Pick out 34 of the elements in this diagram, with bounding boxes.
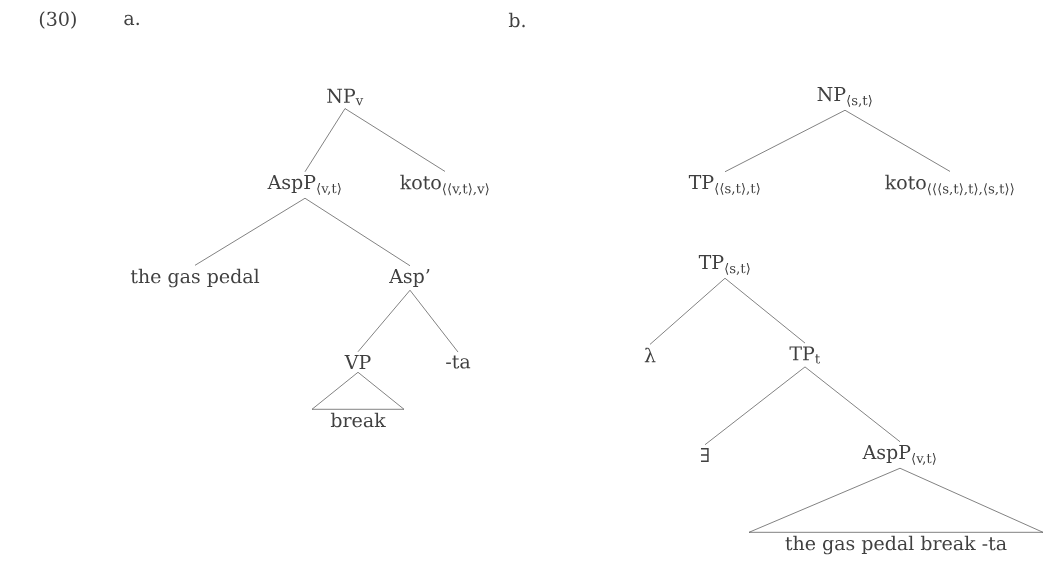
branch-line [844,109,951,172]
leaf-word: break [330,412,386,428]
branch-line [304,197,411,267]
leaf-word: -ta [446,355,471,369]
leaf-word: the gas pedal break -ta [785,535,1007,555]
branch-line [704,366,806,446]
triangle-roof [748,467,1044,533]
branch-line [649,277,726,345]
example-label: (30) [39,11,76,29]
category-label: NP$_{v}$ [327,88,364,106]
branch-line [804,366,901,443]
branch-line [304,108,346,173]
category-label: Asp’ [389,269,430,287]
branch-line [724,277,806,344]
category-label: koto$_{⟨⟨⟨s,t⟩,t⟩,⟨s,t⟩⟩}$ [885,174,1014,196]
leaf-word: the gas pedal [130,268,260,288]
category-label: AspP$_{⟨v,t⟩}$ [862,445,936,465]
category-label: NP$_{⟨s,t⟩}$ [817,87,872,107]
branch-line [194,197,306,266]
triangle-roof [311,371,405,410]
category-label: VP [344,355,371,369]
operator-symbol: λ [644,347,656,363]
category-label: AspP$_{⟨v,t⟩}$ [267,175,341,195]
example-label: a. [124,14,139,26]
category-label: koto$_{⟨⟨v,t⟩,v⟩}$ [400,174,489,196]
branch-line [357,289,411,353]
category-label: TP$_{t}$ [789,346,821,364]
branch-line [344,108,446,172]
category-label: TP$_{⟨⟨s,t⟩,t⟩}$ [688,175,760,195]
branch-line [724,109,846,173]
example-label: b. [508,12,525,28]
branch-line [409,289,459,353]
category-label: TP$_{⟨s,t⟩}$ [698,255,750,275]
operator-symbol: ∃ [701,448,709,462]
